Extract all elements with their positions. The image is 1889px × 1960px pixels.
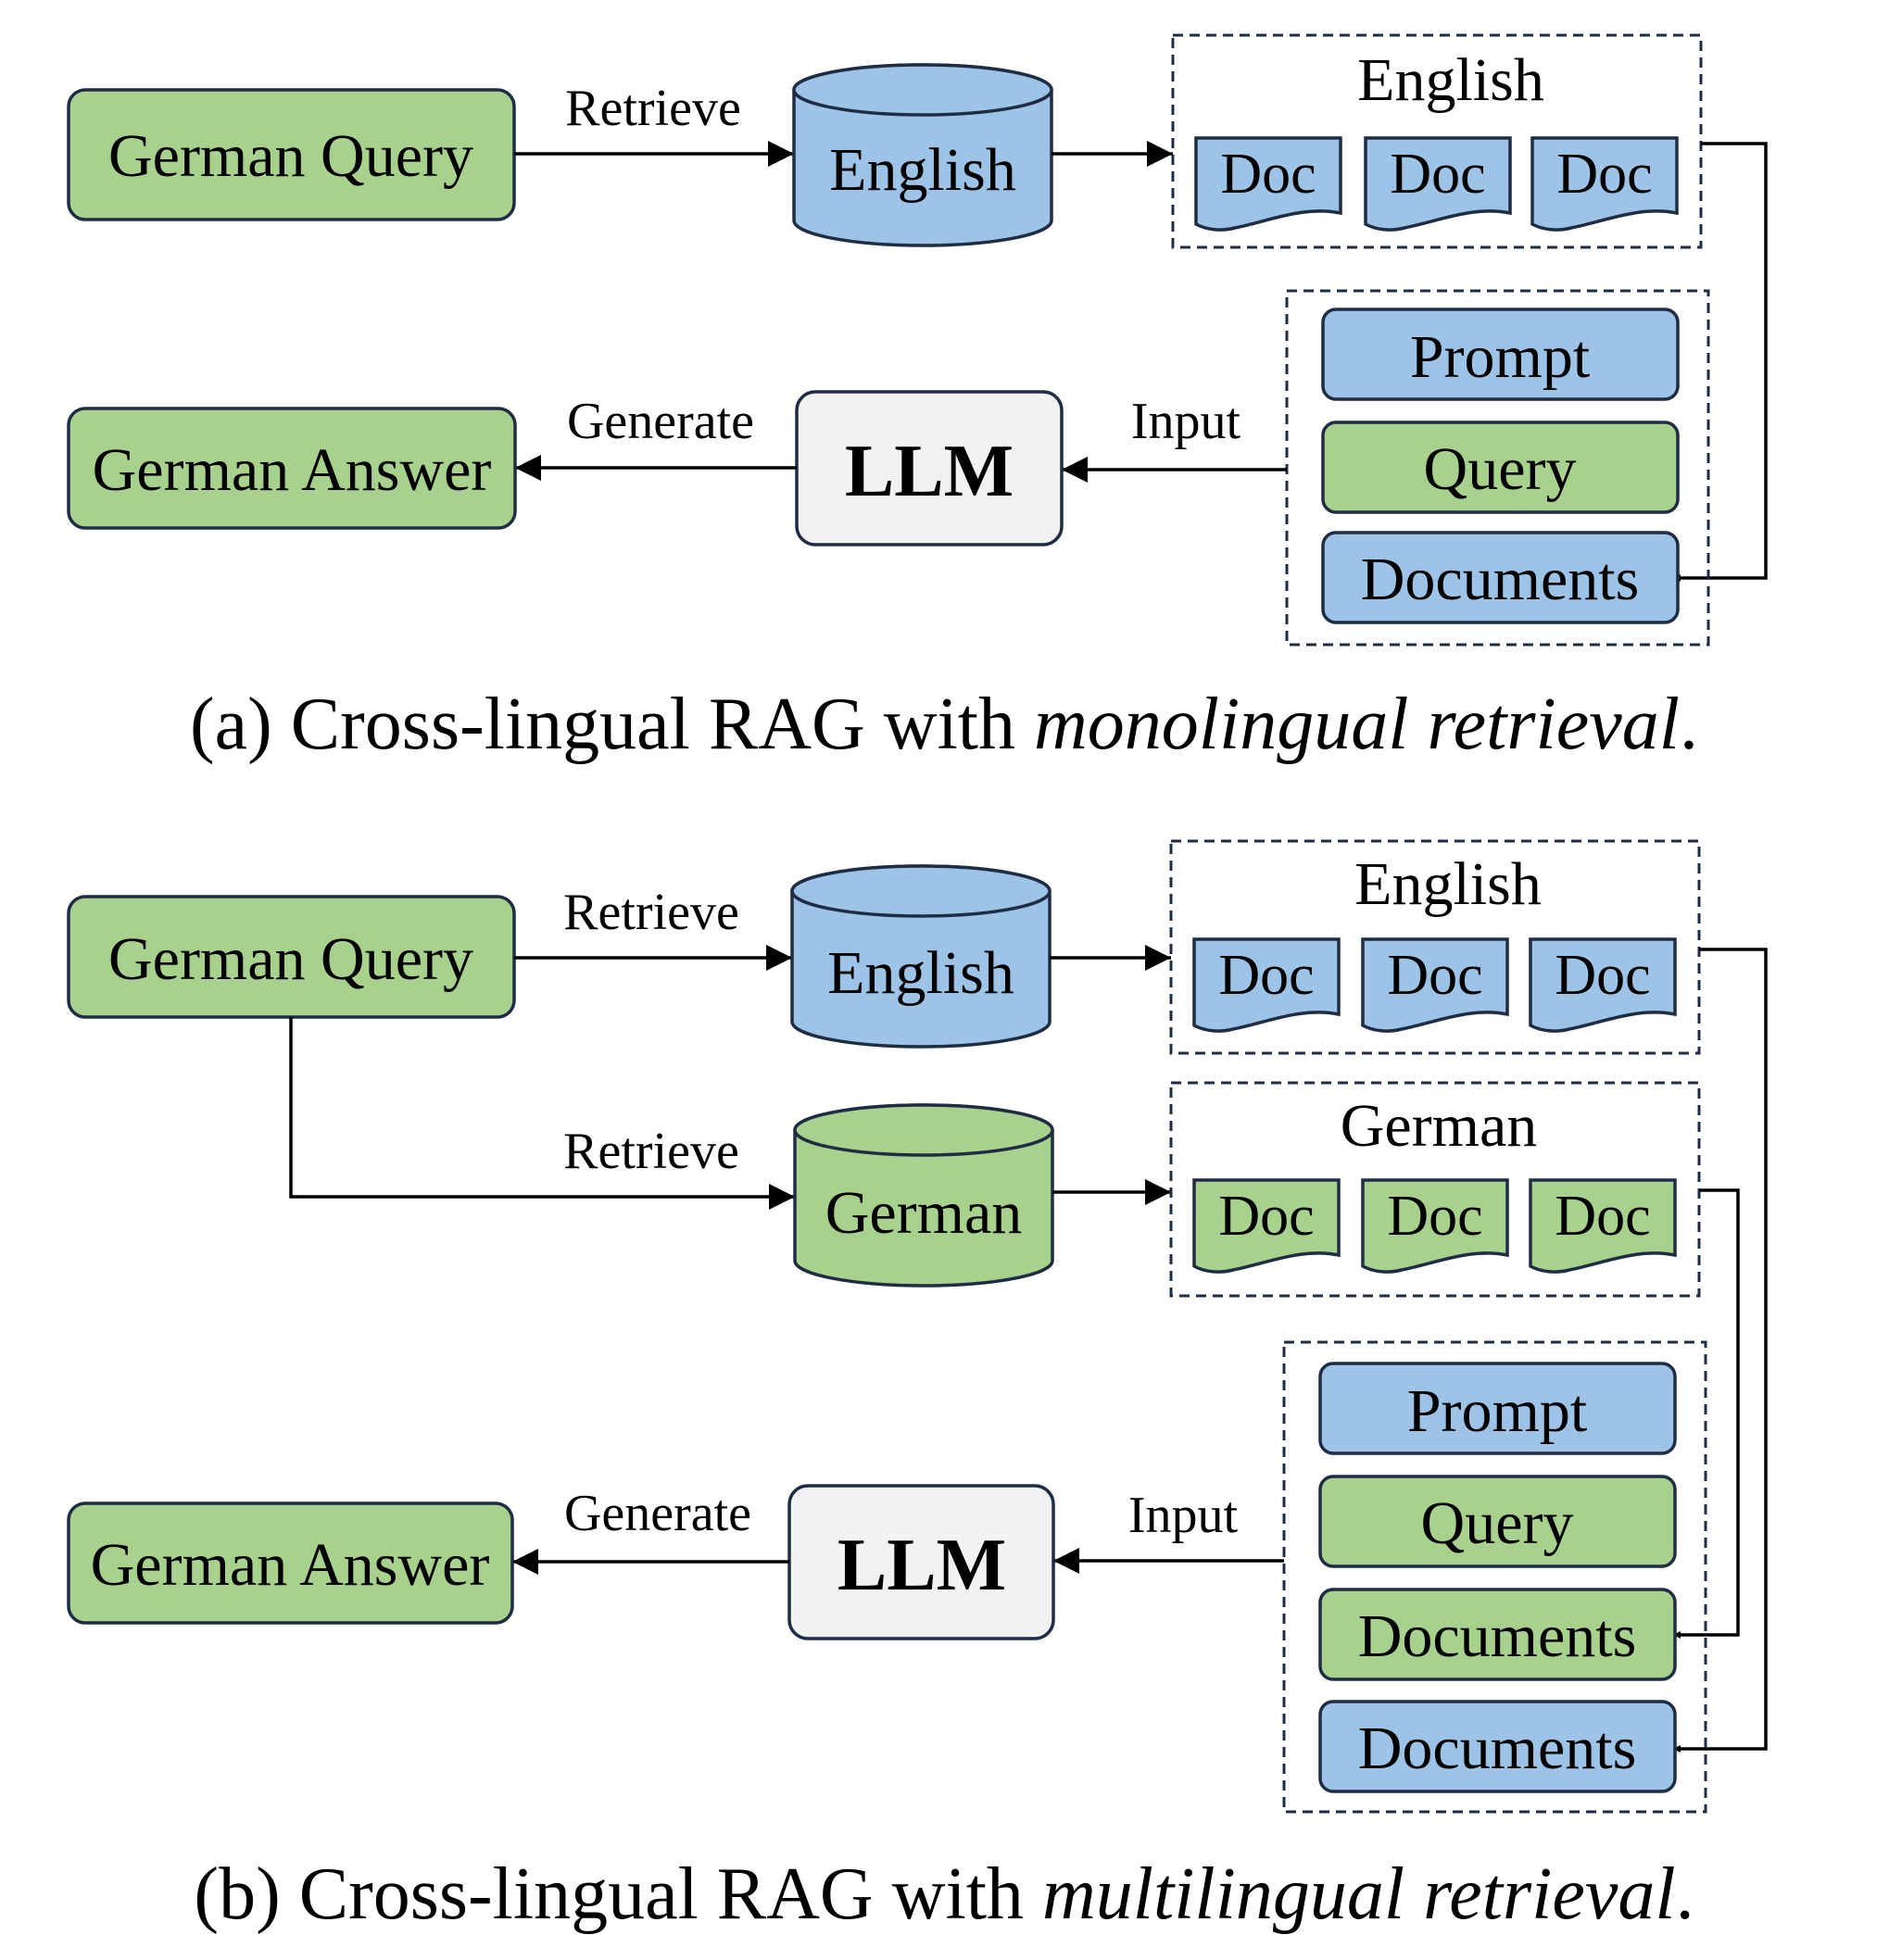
prompt-box — [1321, 308, 1680, 401]
german-database-icon — [793, 1103, 1054, 1288]
caption-b: (b) Cross-lingual RAG with multilingual … — [194, 1853, 1694, 1935]
english-database-label: English — [829, 136, 1016, 204]
german-answer-box — [67, 1501, 514, 1625]
german-docs-to-documents-arrow — [1673, 1188, 1740, 1639]
german-query-label: German Query — [108, 925, 473, 993]
doc-icon: Doc — [1529, 1178, 1677, 1274]
svg-text:Doc: Doc — [1555, 944, 1650, 1007]
english-docs-to-documents-arrow — [1673, 948, 1768, 1753]
documents-english-label: Documents — [1358, 1715, 1637, 1782]
german-answer-box — [67, 407, 517, 530]
llm-label: LLM — [837, 1525, 1006, 1606]
svg-text:Doc: Doc — [1220, 143, 1316, 206]
query-label: Query — [1424, 435, 1577, 503]
svg-text:Doc: Doc — [1556, 143, 1652, 206]
docs-to-documents-arrow — [1673, 142, 1768, 582]
prompt-stack-group — [1285, 289, 1710, 647]
german-answer-label: German Answer — [93, 436, 492, 504]
doc-icon: Doc — [1361, 937, 1509, 1033]
prompt-label: Prompt — [1410, 323, 1590, 391]
retrieve-german-arrow — [289, 1017, 795, 1210]
svg-text:Doc: Doc — [1390, 143, 1485, 206]
german-query-label: German Query — [108, 122, 473, 190]
english-docs-group — [1171, 33, 1703, 249]
english-database-label: English — [827, 939, 1014, 1007]
documents-label: Documents — [1361, 546, 1640, 613]
query-box — [1321, 421, 1680, 514]
doc-icon: Doc — [1192, 1178, 1341, 1274]
doc-icon: Doc — [1529, 937, 1677, 1033]
svg-text:Doc: Doc — [1387, 1185, 1482, 1248]
english-database-icon — [790, 864, 1052, 1049]
german-database-label: German — [825, 1179, 1023, 1247]
english-docs-group-label: English — [1354, 850, 1542, 918]
german-answer-label: German Answer — [91, 1531, 490, 1599]
retrieve-label-2: Retrieve — [563, 1123, 739, 1180]
generate-label: Generate — [564, 1485, 751, 1542]
documents-german-box — [1318, 1588, 1677, 1681]
english-docs-group — [1169, 839, 1701, 1055]
input-label: Input — [1131, 393, 1241, 450]
caption-a: (a) Cross-lingual RAG with monolingual r… — [190, 684, 1698, 765]
retrieve-label-1: Retrieve — [563, 884, 739, 941]
svg-text:Doc: Doc — [1387, 944, 1482, 1007]
svg-text:Doc: Doc — [1218, 944, 1314, 1007]
german-docs-group-label: German — [1341, 1092, 1538, 1160]
doc-icon: Doc — [1361, 1178, 1509, 1274]
generate-label: Generate — [567, 393, 754, 450]
doc-icon: Doc — [1194, 136, 1342, 232]
llm-label: LLM — [845, 431, 1014, 512]
documents-german-label: Documents — [1358, 1602, 1637, 1670]
query-label: Query — [1421, 1489, 1574, 1557]
svg-text:Doc: Doc — [1218, 1185, 1314, 1248]
panel-a: German Query Retrieve English English Do… — [67, 33, 1768, 765]
prompt-stack-group — [1282, 1340, 1707, 1814]
retrieve-label: Retrieve — [565, 80, 741, 137]
input-label: Input — [1128, 1487, 1239, 1544]
svg-text:Doc: Doc — [1555, 1185, 1650, 1248]
query-box — [1318, 1475, 1677, 1568]
documents-english-box — [1318, 1700, 1677, 1793]
english-docs-group-label: English — [1357, 46, 1544, 114]
documents-box — [1321, 531, 1680, 624]
doc-icon: Doc — [1530, 136, 1679, 232]
prompt-label: Prompt — [1407, 1377, 1587, 1445]
english-database-icon — [792, 63, 1053, 247]
prompt-box — [1318, 1362, 1677, 1455]
doc-icon: Doc — [1364, 136, 1512, 232]
doc-icon: Doc — [1192, 937, 1341, 1033]
panel-b: German Query Retrieve English English Do… — [67, 839, 1768, 1935]
